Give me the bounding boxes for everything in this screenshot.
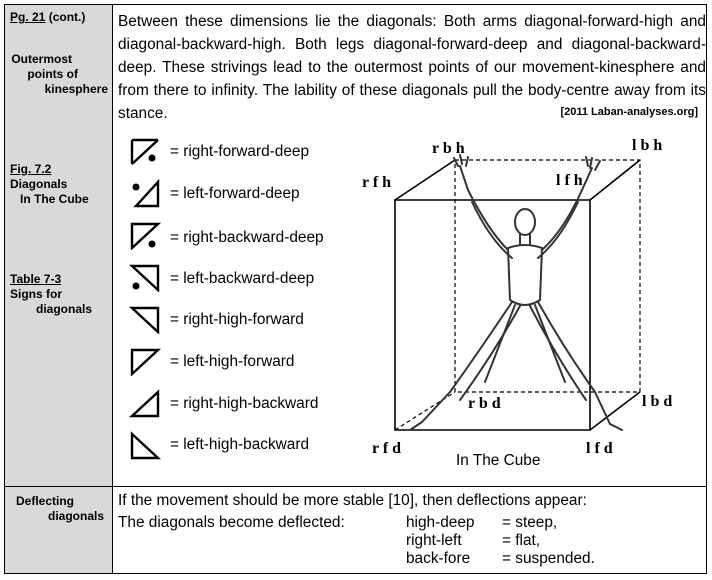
- human-figure-sketch: [409, 154, 623, 431]
- sign-left-forward-deep-icon: [132, 178, 160, 208]
- cube-label-lfh: l f h: [556, 172, 583, 189]
- section-deflecting-diagonals: Deflecting diagonals: [15, 494, 104, 523]
- cube-label-rfd: r f d: [372, 440, 402, 457]
- copyright-note: [2011 Laban-analyses.org]: [560, 106, 698, 118]
- deflection-result: = steep,: [502, 514, 558, 531]
- sign-right-forward-deep-icon: [130, 138, 159, 165]
- cube-label-lbh: l b h: [632, 137, 663, 154]
- figure-reference: Fig. 7.2 Diagonals In The Cube: [10, 162, 89, 206]
- section-outermost-points: Outermost points of kinesphere: [11, 52, 108, 96]
- sign-label: = right-high-forward: [170, 311, 304, 328]
- deflection-term: back-fore: [406, 550, 471, 567]
- deflection-term: high-deep: [406, 514, 475, 531]
- figure-caption: In The Cube: [456, 452, 541, 469]
- deflection-statement: The diagonals become deflected:: [118, 514, 345, 531]
- sign-left-high-backward-icon: [130, 431, 162, 460]
- page-reference: Pg. 21 (cont.): [10, 10, 86, 24]
- cube-label-lbd: l b d: [642, 393, 673, 410]
- sign-label: = right-high-backward: [170, 395, 319, 412]
- sign-label: = left-forward-deep: [170, 185, 300, 202]
- sign-label: = left-high-forward: [170, 353, 295, 370]
- cube-label-rbh: r b h: [432, 140, 465, 157]
- cube-label-rfh: r f h: [362, 174, 392, 191]
- sign-label: = right-forward-deep: [170, 143, 310, 160]
- deflection-result: = suspended.: [502, 550, 595, 567]
- cube-label-rbd: r b d: [468, 395, 501, 412]
- sidebar: [4, 4, 113, 574]
- deflection-intro: If the movement should be more stable [1…: [118, 492, 587, 509]
- divider-line: [4, 486, 707, 487]
- sign-right-high-backward-icon: [128, 389, 160, 418]
- cube-label-lfd: l f d: [586, 440, 613, 457]
- deflection-term: right-left: [406, 532, 462, 549]
- sign-label: = right-backward-deep: [170, 229, 324, 246]
- sign-label: = left-high-backward: [170, 436, 310, 453]
- deflection-result: = flat,: [502, 532, 541, 549]
- sign-right-high-forward-icon: [128, 306, 160, 334]
- sign-left-backward-deep-icon: [128, 264, 160, 292]
- table-reference: Table 7-3 Signs for diagonals: [10, 272, 93, 316]
- cube-figure: [394, 154, 641, 431]
- intro-paragraph: Between these dimensions lie the diagona…: [118, 13, 706, 122]
- sign-left-high-forward-icon: [130, 348, 162, 376]
- sign-right-backward-deep-icon: [130, 222, 162, 250]
- sign-label: = left-backward-deep: [170, 270, 315, 287]
- page-frame: [4, 4, 707, 574]
